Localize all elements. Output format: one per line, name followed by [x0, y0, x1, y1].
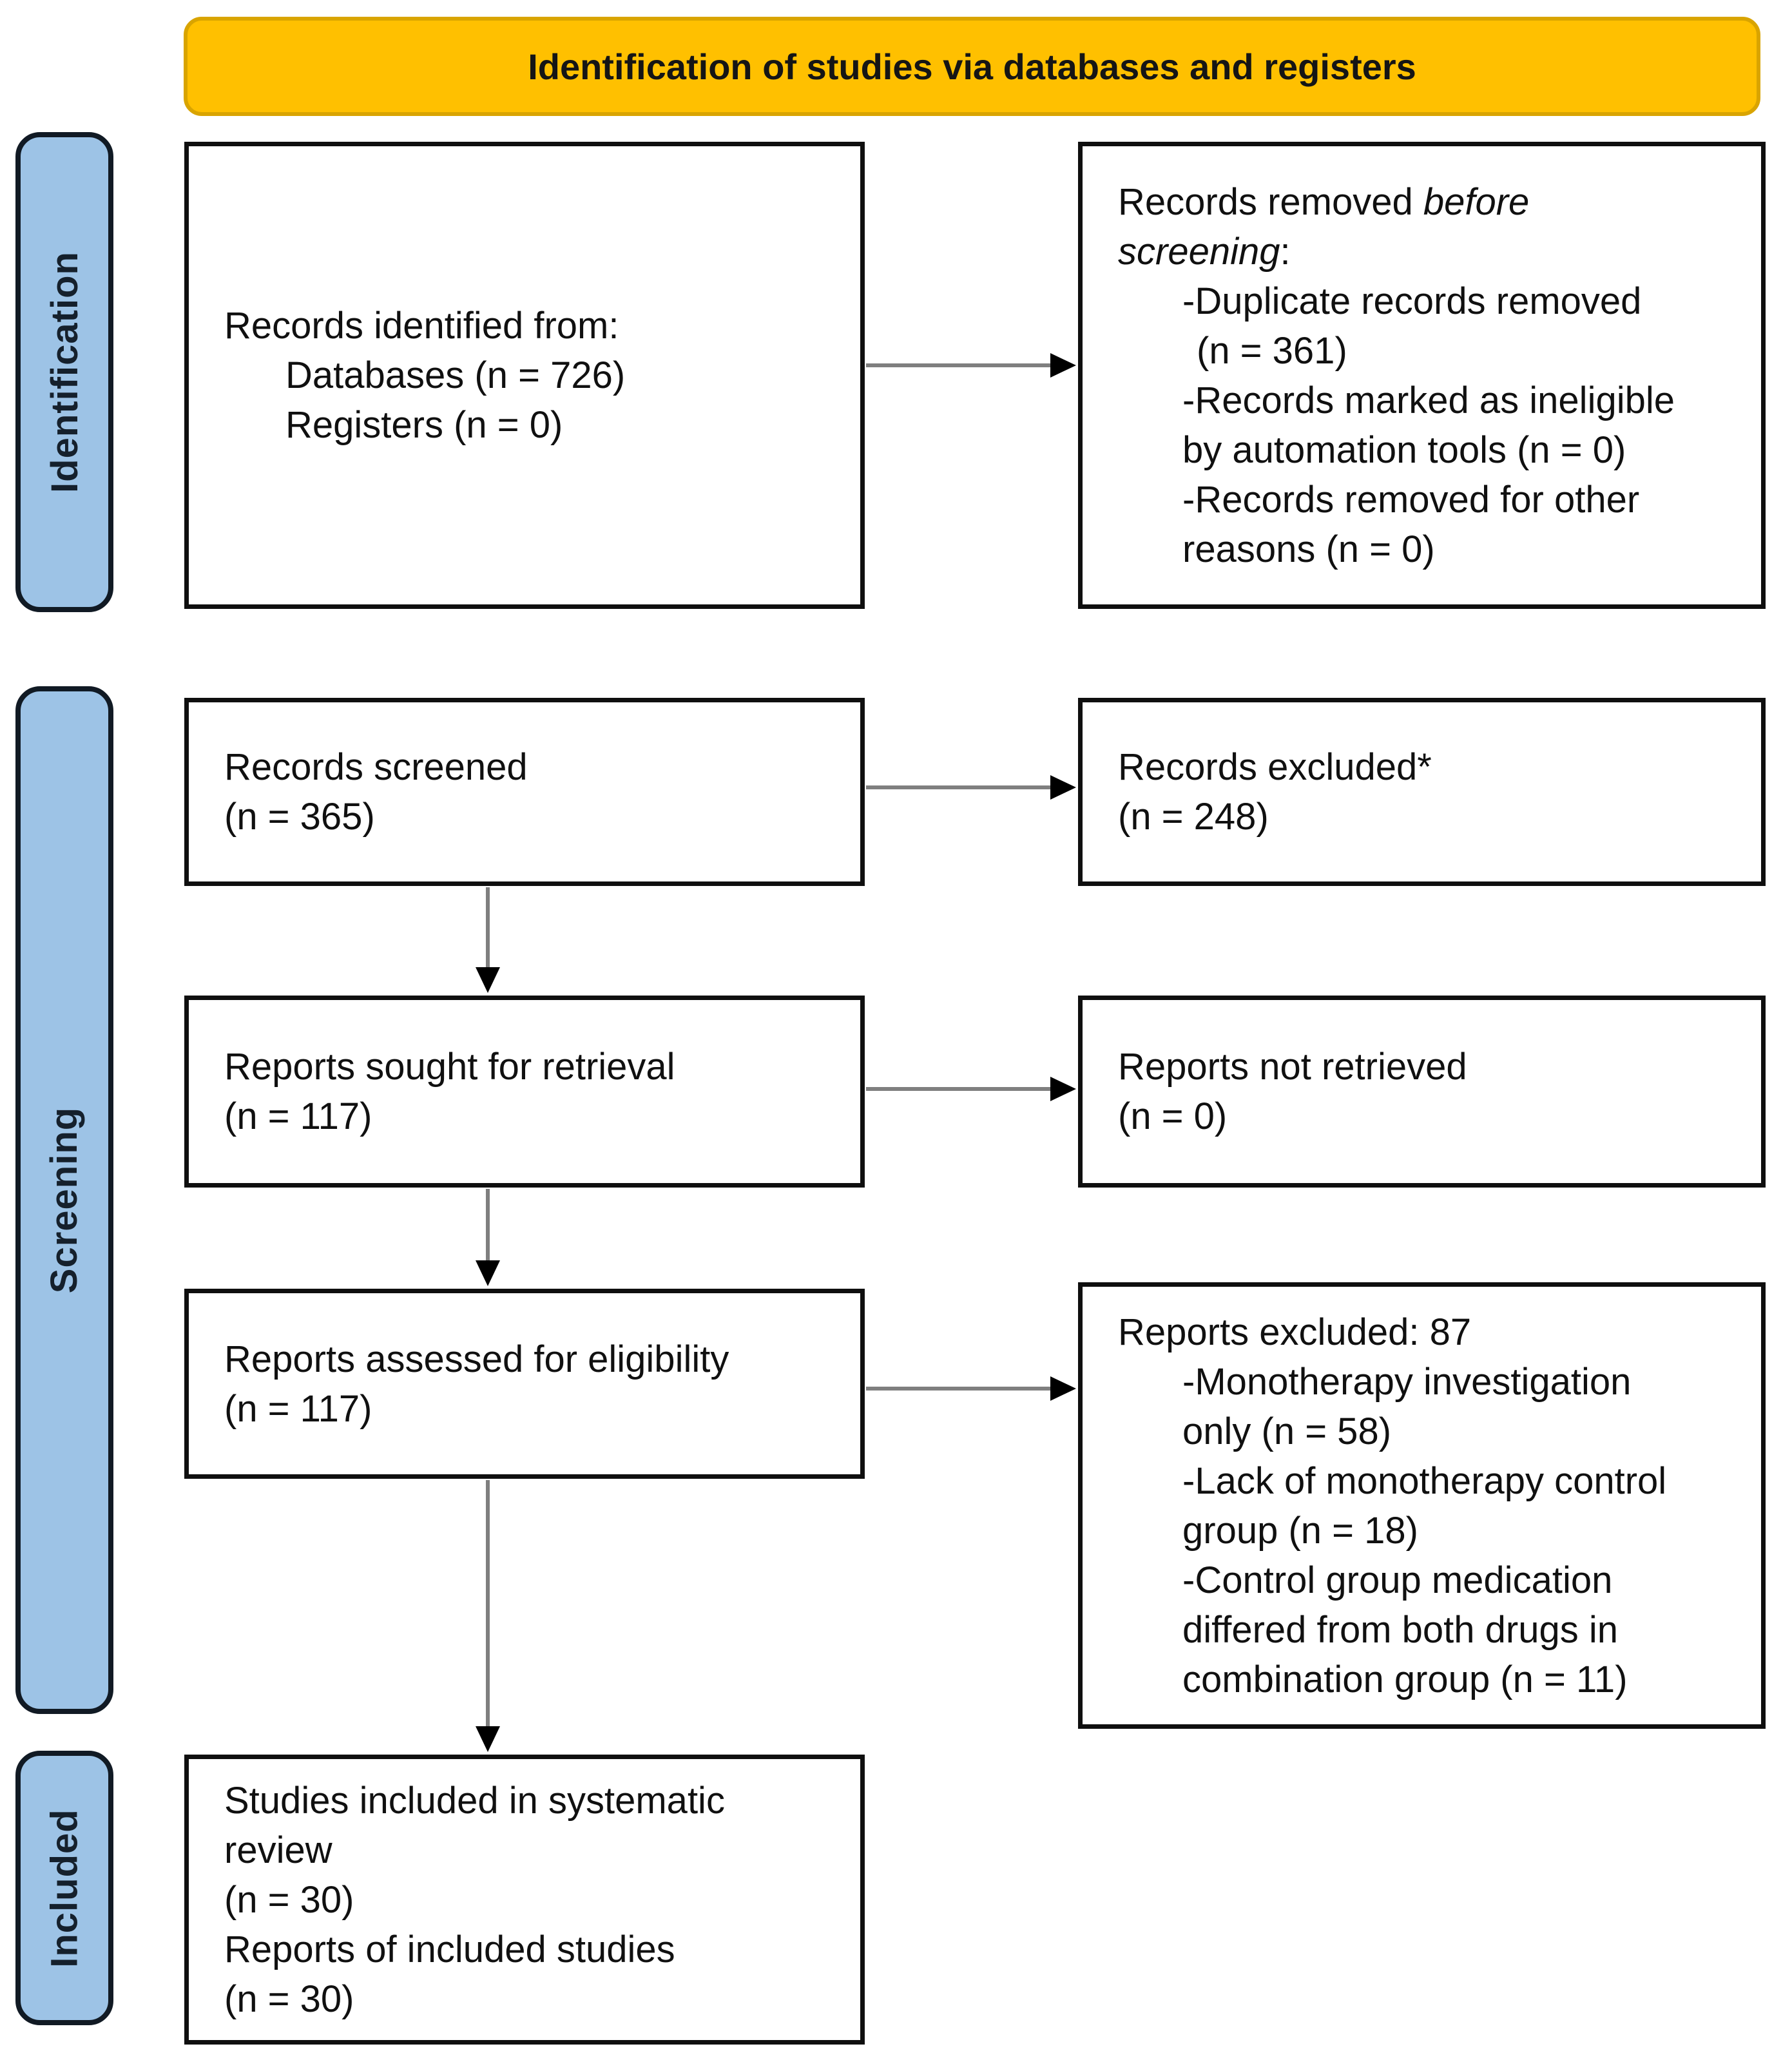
reports-excluded-item3-line1: -Control group medication: [1182, 1559, 1613, 1601]
reports-not-retrieved-line1: Reports not retrieved: [1118, 1046, 1467, 1088]
box-records-identified: Records identified from: Databases (n = …: [184, 142, 865, 609]
arrow-screened-to-sought-head-icon: [476, 967, 500, 993]
reports-sought-line2: (n = 117): [224, 1095, 372, 1137]
stage-included: Included: [15, 1751, 113, 2025]
arrow-assessed-to-included-head-icon: [476, 1726, 500, 1752]
box-records-screened: Records screened (n = 365): [184, 698, 865, 886]
studies-included-line2: review: [224, 1829, 332, 1871]
arrow-screened-to-excluded-line: [866, 785, 1054, 789]
box-records-removed: Records removed before screening: -Dupli…: [1078, 142, 1766, 609]
reports-excluded-item3-line2: differed from both drugs in: [1182, 1608, 1618, 1651]
arrow-sought-to-assessed-head-icon: [476, 1260, 500, 1286]
records-removed-item2-line2: by automation tools (n = 0): [1182, 428, 1626, 471]
box-records-excluded: Records excluded* (n = 248): [1078, 698, 1766, 886]
reports-excluded-item3-line3: combination group (n = 11): [1182, 1658, 1628, 1700]
arrow-assessed-to-excluded-head-icon: [1050, 1376, 1076, 1401]
box-reports-not-retrieved: Reports not retrieved (n = 0): [1078, 996, 1766, 1188]
reports-excluded-item1-line1: -Monotherapy investigation: [1182, 1360, 1632, 1403]
records-removed-title-line2: screening:: [1118, 230, 1291, 273]
box-reports-sought: Reports sought for retrieval (n = 117): [184, 996, 865, 1188]
studies-included-line1: Studies included in systematic: [224, 1779, 725, 1822]
arrow-assessed-to-excluded-line: [866, 1387, 1054, 1391]
arrow-screened-to-sought-line: [486, 887, 490, 971]
box-reports-assessed: Reports assessed for eligibility (n = 11…: [184, 1289, 865, 1479]
studies-included-line5: (n = 30): [224, 1978, 354, 2020]
stage-identification-label: Identification: [43, 251, 86, 493]
arrow-sought-to-assessed-line: [486, 1189, 490, 1265]
reports-excluded-item2-line2: group (n = 18): [1182, 1509, 1418, 1552]
records-excluded-line1: Records excluded*: [1118, 746, 1432, 788]
stage-screening-label: Screening: [43, 1106, 86, 1294]
records-removed-item1-line2: (n = 361): [1197, 329, 1347, 372]
reports-not-retrieved-line2: (n = 0): [1118, 1095, 1228, 1137]
records-removed-item3-line2: reasons (n = 0): [1182, 528, 1435, 570]
records-screened-line2: (n = 365): [224, 796, 375, 838]
records-removed-item3-line1: -Records removed for other: [1182, 478, 1640, 521]
header-banner: Identification of studies via databases …: [184, 17, 1760, 116]
stage-screening: Screening: [15, 686, 113, 1714]
reports-excluded-title: Reports excluded: 87: [1118, 1311, 1472, 1353]
studies-included-line4: Reports of included studies: [224, 1928, 675, 1970]
stage-identification: Identification: [15, 132, 113, 612]
studies-included-line3: (n = 30): [224, 1878, 354, 1921]
records-removed-item1-line1: -Duplicate records removed: [1182, 280, 1642, 322]
reports-sought-line1: Reports sought for retrieval: [224, 1046, 675, 1088]
arrow-sought-to-not-retrieved-head-icon: [1050, 1077, 1076, 1101]
reports-excluded-item2-line1: -Lack of monotherapy control: [1182, 1459, 1667, 1502]
stage-included-label: Included: [43, 1808, 86, 1968]
box-studies-included: Studies included in systematic review (n…: [184, 1755, 865, 2045]
arrow-assessed-to-included-line: [486, 1480, 490, 1731]
arrow-identified-to-removed-line: [866, 363, 1054, 367]
header-title: Identification of studies via databases …: [528, 46, 1416, 87]
reports-assessed-line1: Reports assessed for eligibility: [224, 1338, 729, 1380]
records-identified-line2: Databases (n = 726): [285, 354, 626, 396]
records-identified-line1: Records identified from:: [224, 305, 619, 347]
records-excluded-line2: (n = 248): [1118, 796, 1269, 838]
records-identified-line3: Registers (n = 0): [285, 404, 563, 446]
reports-assessed-line2: (n = 117): [224, 1387, 372, 1430]
records-removed-item2-line1: -Records marked as ineligible: [1182, 379, 1675, 421]
records-removed-title-line1: Records removed before: [1118, 180, 1530, 223]
box-reports-excluded: Reports excluded: 87 -Monotherapy invest…: [1078, 1282, 1766, 1729]
reports-excluded-item1-line2: only (n = 58): [1182, 1410, 1392, 1452]
records-screened-line1: Records screened: [224, 746, 528, 788]
arrow-identified-to-removed-head-icon: [1050, 353, 1076, 378]
arrow-sought-to-not-retrieved-line: [866, 1087, 1054, 1091]
arrow-screened-to-excluded-head-icon: [1050, 775, 1076, 800]
